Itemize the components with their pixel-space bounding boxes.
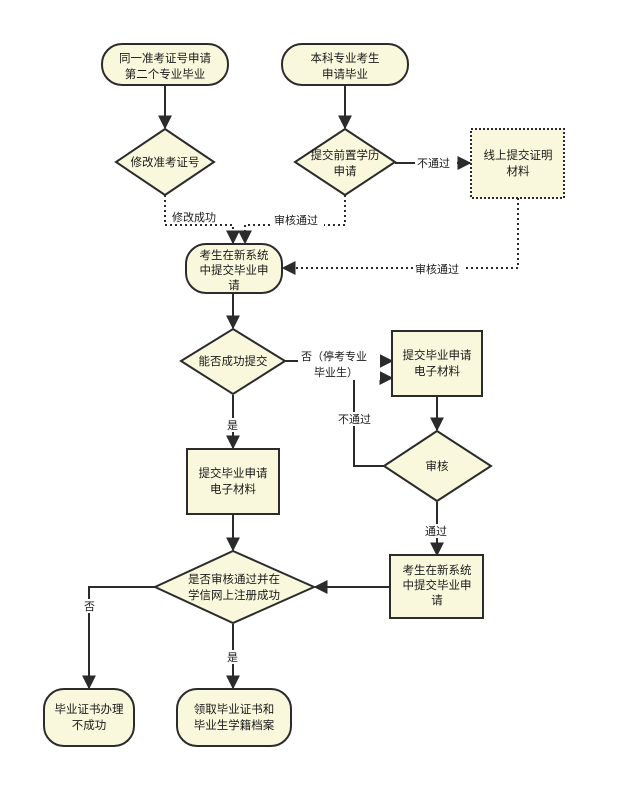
edge-online-to-newsys (281, 198, 519, 275)
not-passed-1-bg (415, 156, 457, 170)
edge-label-review-passed-1: 审核通过 (274, 213, 318, 227)
online-proof-line1: 线上提交证明 (484, 148, 553, 162)
node-bachelor-start (281, 43, 409, 86)
edge-label-review-passed-2: 审核通过 (415, 262, 459, 276)
node-online-proof (470, 128, 565, 199)
submit-materials-right-line1: 提交毕业申请 (403, 348, 472, 362)
edge-label-not-passed-2: 不通过 (338, 413, 371, 426)
yes-2-bg (226, 650, 240, 664)
node-review (382, 429, 493, 503)
review-passed-2-bg (413, 262, 465, 276)
review-line1: 审核 (426, 459, 449, 473)
online-proof-line2: 材料 (507, 164, 530, 178)
node-review-registered (152, 549, 317, 625)
node-new-system-apply (185, 243, 283, 294)
node-can-submit (179, 327, 287, 396)
no-stop-bg (298, 348, 380, 380)
edge-label-no-2: 否 (84, 600, 95, 613)
new-system-apply-line3: 请 (228, 278, 240, 292)
edges (82, 85, 519, 690)
node-modify-ticket (114, 127, 216, 197)
same-ticket-start-line1: 同一准考证号申请 (119, 51, 211, 65)
same-ticket-start-line2: 第二个专业毕业 (125, 67, 206, 81)
node-labels: 同一准考证号申请 第二个专业毕业 本科专业考生 申请毕业 修改准考证号 提交前置… (55, 51, 553, 732)
receive-cert-line2: 毕业生学籍档案 (194, 718, 275, 732)
node-submit-prior-edu (293, 127, 397, 197)
edge-label-yes-2: 是 (227, 651, 238, 664)
review-registered-line2: 学信网上注册成功 (188, 588, 280, 602)
submit-materials-right-line2: 电子材料 (414, 364, 460, 378)
modify-ticket-line1: 修改准考证号 (131, 155, 200, 169)
edge-label-no-stop-line2: 毕业生） (314, 365, 358, 379)
fail-line2: 不成功 (72, 718, 107, 732)
edge-label-yes-1: 是 (227, 419, 238, 432)
edge-modify-to-newsys (164, 195, 240, 245)
edge-label-modify-success: 修改成功 (172, 210, 216, 224)
edge-decision-to-fail (82, 586, 155, 690)
new-system-apply-line1: 考生在新系统 (200, 248, 269, 262)
submit-prior-edu-line2: 申请 (334, 164, 357, 178)
node-same-ticket-start (101, 43, 229, 86)
edge-labels: 修改成功 审核通过 不通过 审核通过 否（停考专业 毕业生） 不通过 是 通过 … (83, 156, 465, 664)
node-fail (43, 688, 135, 747)
submit-prior-edu-line1: 提交前置学历 (311, 148, 380, 162)
edge-label-no-stop-line1: 否（停考专业 (301, 349, 367, 363)
can-submit-line1: 能否成功提交 (199, 354, 268, 368)
receive-cert-line1: 领取毕业证书和 (194, 702, 275, 716)
fail-line1: 毕业证书办理 (55, 702, 124, 716)
node-submit-materials-right (391, 330, 483, 397)
new-system-apply-2-line3: 请 (431, 593, 443, 607)
modify-success-bg (168, 210, 224, 224)
edge-label-passed: 通过 (425, 525, 447, 538)
nodes (43, 43, 565, 747)
passed-bg (424, 524, 454, 538)
no-2-bg (83, 599, 97, 613)
yes-1-bg (226, 418, 240, 432)
submit-materials-left-line2: 电子材料 (210, 482, 256, 496)
node-new-system-apply-2 (389, 554, 484, 619)
not-passed-2-bg (336, 412, 378, 426)
submit-materials-left-line1: 提交毕业申请 (199, 466, 268, 480)
review-passed-1-bg (272, 213, 324, 227)
node-submit-materials-left (186, 448, 280, 515)
node-receive-cert (176, 688, 292, 747)
bachelor-start-line1: 本科专业考生 (311, 51, 380, 65)
new-system-apply-line2: 中提交毕业申 (200, 263, 269, 277)
new-system-apply-2-line1: 考生在新系统 (403, 563, 472, 577)
new-system-apply-2-line2: 中提交毕业申 (403, 578, 472, 592)
review-registered-line1: 是否审核通过并在 (188, 572, 280, 586)
bachelor-start-line2: 申请毕业 (322, 67, 368, 81)
edge-label-not-passed-1: 不通过 (417, 157, 450, 170)
